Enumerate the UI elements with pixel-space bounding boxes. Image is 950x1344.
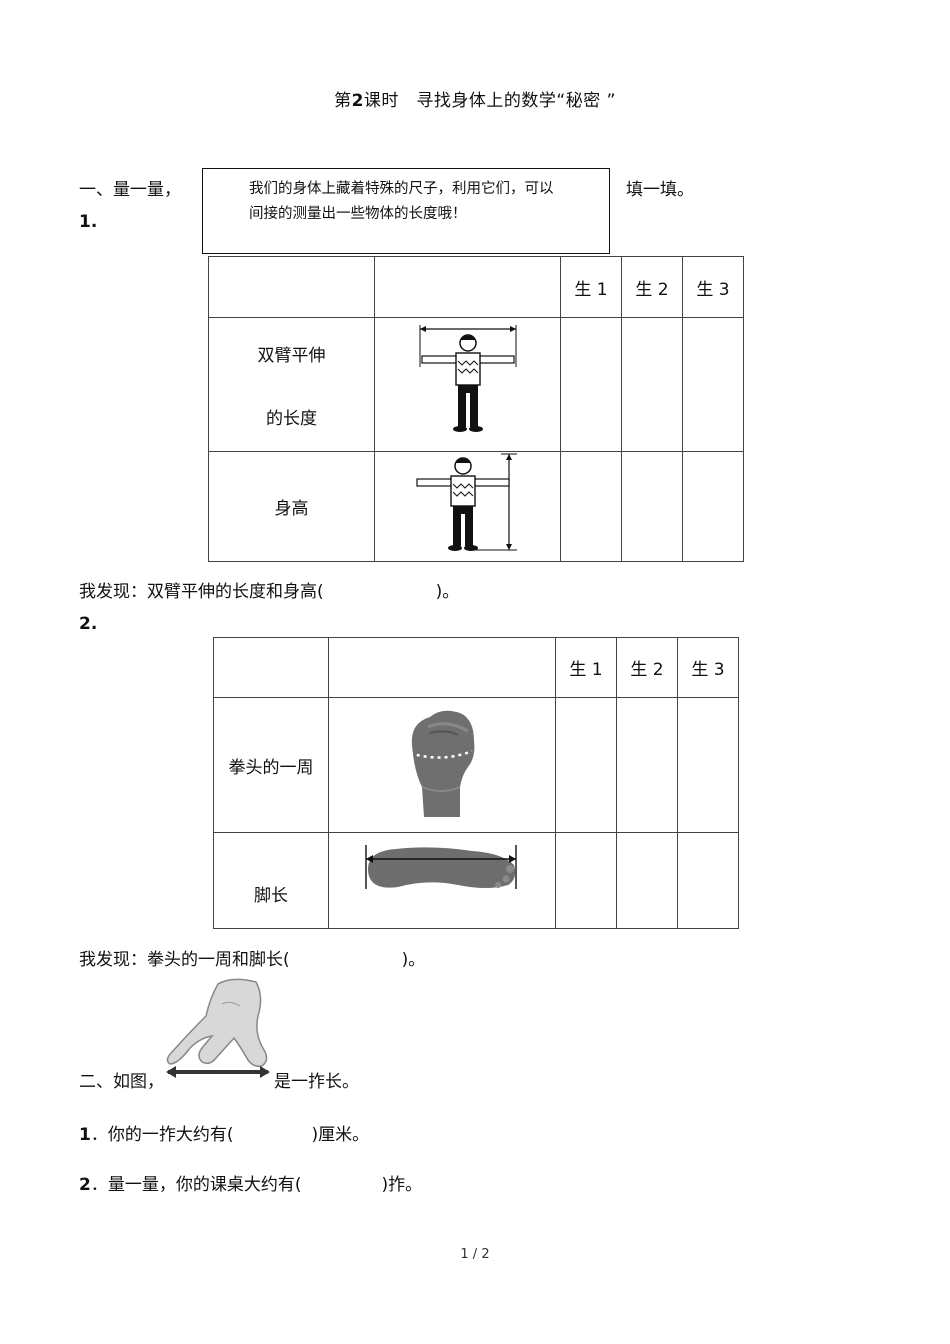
q2-finding: 我发现：拳头的一周和脚长( )。 bbox=[79, 945, 425, 970]
q2-finding-suffix: )。 bbox=[401, 950, 426, 970]
q1-finding-suffix: )。 bbox=[435, 582, 460, 602]
table1-image-header bbox=[374, 256, 561, 318]
q2-number: 2. bbox=[79, 614, 98, 634]
height-cell-1[interactable] bbox=[560, 451, 622, 562]
fist-cell-3[interactable] bbox=[677, 697, 739, 833]
foot-cell-2[interactable] bbox=[616, 832, 678, 929]
s2-item-2-number: 2 bbox=[79, 1175, 91, 1195]
table-body-measure: 生 1 生 2 生 3 双臂平伸 的长度 bbox=[208, 256, 744, 562]
title-number: 2 bbox=[351, 91, 364, 111]
title-text: 课时 寻找身体上的数学“秘密 ” bbox=[363, 91, 616, 111]
row-height-label: 身高 bbox=[208, 451, 375, 562]
arm-span-label-line2: 的长度 bbox=[266, 408, 317, 429]
s2-item-2-end: )拃。 bbox=[381, 1175, 423, 1195]
table2-header-3: 生 3 bbox=[677, 637, 739, 698]
q1-finding: 我发现：双臂平伸的长度和身高( )。 bbox=[79, 577, 459, 602]
s2-item-2-text: ．量一量，你的课桌大约有( bbox=[90, 1175, 302, 1195]
arm-span-cell-3[interactable] bbox=[682, 317, 744, 452]
foot-cell-1[interactable] bbox=[555, 832, 617, 929]
section2-heading-end: 是一拃长。 bbox=[274, 1072, 359, 1092]
section1-heading-end: 填一填。 bbox=[626, 180, 694, 200]
height-cell-3[interactable] bbox=[682, 451, 744, 562]
table1-header-3: 生 3 bbox=[682, 256, 744, 318]
height-figure bbox=[374, 451, 561, 562]
row-arm-span-label: 双臂平伸 的长度 bbox=[208, 317, 375, 452]
table1-header-1: 生 1 bbox=[560, 256, 622, 318]
s2-item-1-end: )厘米。 bbox=[311, 1125, 370, 1145]
fist-cell-2[interactable] bbox=[616, 697, 678, 833]
q1-number: 1. bbox=[79, 212, 98, 232]
callout-line-2: 间接的测量出一些物体的长度哦！ bbox=[249, 206, 467, 222]
table2-corner bbox=[213, 637, 329, 698]
q1-finding-prefix: 我发现：双臂平伸的长度和身高( bbox=[79, 582, 324, 602]
callout-box: 我们的身体上藏着特殊的尺子，利用它们，可以 间接的测量出一些物体的长度哦！ bbox=[202, 168, 610, 254]
table2-image-header bbox=[328, 637, 556, 698]
row-fist-label: 拳头的一周 bbox=[213, 697, 329, 833]
foot-figure bbox=[328, 832, 556, 929]
arm-span-figure bbox=[374, 317, 561, 452]
s2-item-1-text: ．你的一拃大约有( bbox=[90, 1125, 234, 1145]
page-title: 第2课时 寻找身体上的数学“秘密 ” bbox=[0, 86, 950, 111]
table1-corner bbox=[208, 256, 375, 318]
table1-header-2: 生 2 bbox=[621, 256, 683, 318]
table-fist-foot: 生 1 生 2 生 3 拳头的一周 脚长 bbox=[213, 637, 739, 929]
fist-figure bbox=[328, 697, 556, 833]
table2-header-1: 生 1 bbox=[555, 637, 617, 698]
arm-span-cell-2[interactable] bbox=[621, 317, 683, 452]
fist-icon bbox=[409, 710, 475, 817]
arm-span-label-line1: 双臂平伸 bbox=[257, 345, 326, 366]
hand-span-icon bbox=[166, 978, 270, 1078]
page-number: 1 / 2 bbox=[460, 1247, 490, 1262]
title-prefix: 第 bbox=[334, 91, 352, 111]
arm-span-cell-1[interactable] bbox=[560, 317, 622, 452]
s2-item-1: 1．你的一拃大约有( )厘米。 bbox=[79, 1120, 369, 1145]
boy-height-icon bbox=[415, 453, 517, 551]
table2-header-2: 生 2 bbox=[616, 637, 678, 698]
height-cell-2[interactable] bbox=[621, 451, 683, 562]
q2-finding-prefix: 我发现：拳头的一周和脚长( bbox=[79, 950, 290, 970]
boy-arms-spread-icon bbox=[419, 325, 516, 432]
s2-item-1-number: 1 bbox=[79, 1125, 91, 1145]
s2-item-2: 2．量一量，你的课桌大约有( )拃。 bbox=[79, 1170, 422, 1195]
foot-cell-3[interactable] bbox=[677, 832, 739, 929]
fist-cell-1[interactable] bbox=[555, 697, 617, 833]
section1-heading: 一、量一量， bbox=[79, 180, 181, 200]
foot-icon bbox=[365, 845, 517, 889]
section2-heading: 二、如图， bbox=[79, 1072, 164, 1092]
row-foot-label: 脚长 bbox=[213, 832, 329, 929]
callout-line-1: 我们的身体上藏着特殊的尺子，利用它们，可以 bbox=[249, 181, 554, 197]
